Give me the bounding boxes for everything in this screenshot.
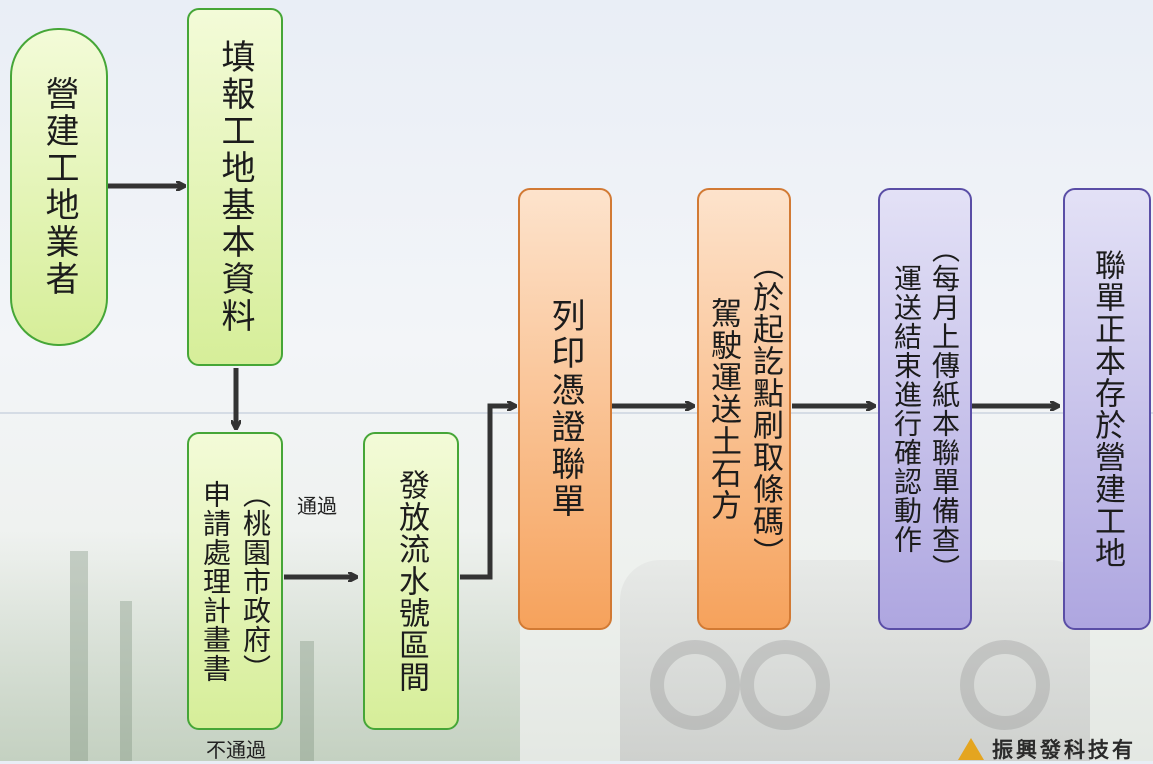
node-text: 列印憑證聯單 [545, 298, 585, 520]
node-text-sub: （於起訖點刷取條碼） [747, 249, 783, 569]
node-construction-operator: 營建工地業者 [10, 28, 108, 346]
node-text: 填報工地基本資料 [215, 39, 255, 335]
node-text-sub: （桃園市政府） [239, 479, 272, 683]
node-text: 運送結束進行確認動作 [890, 264, 923, 554]
label-fail: 不通過 [206, 738, 266, 762]
node-monthly-upload: （每月上傳紙本聯單備查） 運送結束進行確認動作 [878, 188, 972, 630]
node-text: 申請處理計畫書 [199, 479, 232, 683]
node-apply-plan: （桃園市政府） 申請處理計畫書 [187, 432, 283, 730]
node-fill-basic-info: 填報工地基本資料 [187, 8, 283, 366]
logo-text: 振興發科技有 [992, 738, 1136, 762]
background-tower [70, 551, 88, 761]
node-driver-scan: （於起訖點刷取條碼） 駕駛運送土石方 [697, 188, 791, 630]
node-issue-serial: 發放流水號區間 [363, 432, 459, 730]
logo-triangle-icon [958, 738, 984, 760]
arrow-issue-to-print [460, 406, 515, 580]
node-text: 發放流水號區間 [393, 469, 429, 693]
node-original-kept: 聯單正本存於營建工地 [1063, 188, 1151, 630]
node-print-voucher: 列印憑證聯單 [518, 188, 612, 630]
node-text-sub: （每月上傳紙本聯單備查） [928, 235, 961, 583]
node-text: 營建工地業者 [39, 76, 79, 298]
node-text: 聯單正本存於營建工地 [1089, 249, 1125, 569]
company-logo: 振興發科技有 [958, 734, 1136, 764]
background-tower [120, 601, 132, 761]
node-text: 駕駛運送土石方 [705, 297, 741, 521]
background-tower [300, 641, 314, 761]
label-pass: 通過 [297, 494, 337, 518]
